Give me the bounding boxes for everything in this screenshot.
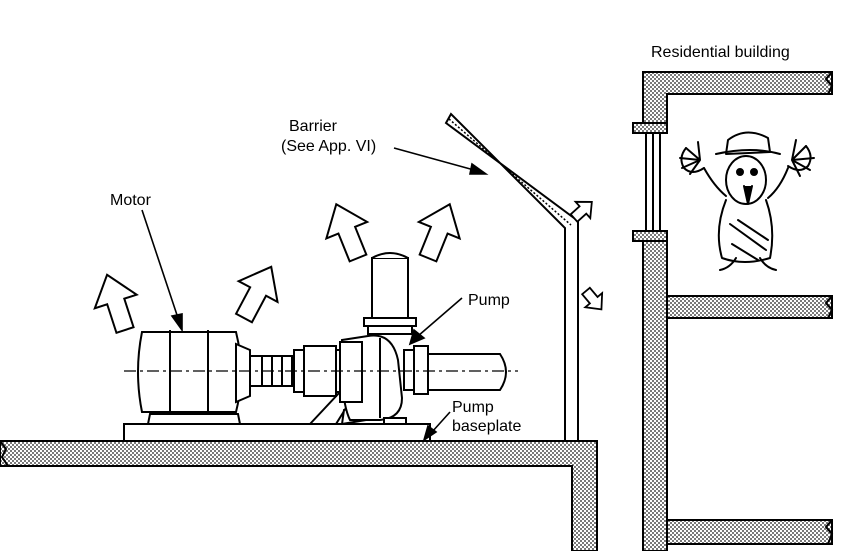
motor-label: Motor: [110, 192, 152, 209]
noise-arrow: [406, 194, 472, 268]
noise-arrow: [576, 283, 611, 318]
barrier-reference-label: (See App. VI): [281, 138, 376, 155]
noise-arrow: [85, 267, 147, 338]
noise-arrows: [85, 192, 611, 338]
noise-arrow: [223, 255, 292, 330]
floor-slab: [0, 440, 598, 551]
pump-baseplate-label-line1: Pump: [452, 399, 494, 416]
residential-building: [632, 71, 834, 551]
pump-baseplate-label-line2: baseplate: [452, 418, 521, 435]
pump-label: Pump: [468, 292, 510, 309]
noise-arrow: [314, 194, 380, 268]
window: [632, 122, 668, 242]
leader-lines: [141, 147, 489, 442]
barrier-label: Barrier: [289, 118, 338, 135]
residential-building-label: Residential building: [651, 44, 790, 61]
pump-baseplate: [123, 423, 431, 442]
motor: [137, 330, 295, 425]
resident-figure: [679, 131, 815, 271]
barrier: [444, 112, 579, 442]
